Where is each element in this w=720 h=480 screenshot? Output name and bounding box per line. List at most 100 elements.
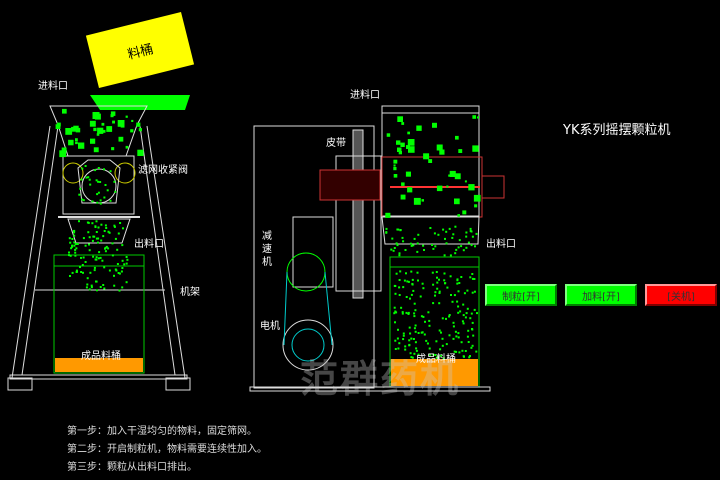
granule — [91, 222, 94, 225]
granule — [88, 249, 91, 252]
shutdown-button[interactable]: [关机] — [645, 284, 717, 306]
label-inlet-left: 进料口 — [38, 81, 68, 92]
granule — [419, 295, 422, 298]
granule — [118, 136, 124, 142]
belt — [352, 129, 364, 299]
frame-leg-l1 — [11, 125, 51, 379]
granule — [428, 319, 431, 322]
granule — [96, 193, 99, 196]
granule — [105, 227, 108, 229]
granule — [428, 324, 431, 327]
granule — [409, 352, 412, 355]
granule — [396, 140, 401, 145]
granule — [394, 292, 397, 295]
granule — [101, 259, 104, 262]
granule — [409, 242, 412, 245]
granule — [451, 236, 454, 239]
granule — [55, 124, 61, 130]
granule — [471, 344, 474, 347]
granule — [414, 330, 417, 333]
granulator-body — [62, 155, 135, 215]
granule — [84, 261, 87, 263]
granule — [417, 332, 420, 334]
granule — [393, 167, 397, 171]
granule — [99, 202, 102, 205]
granule — [470, 312, 473, 315]
granule — [457, 246, 460, 249]
granulate-on-button[interactable]: 制粒[开] — [485, 284, 557, 306]
granule — [94, 258, 97, 261]
granule — [82, 237, 85, 240]
granule — [59, 150, 67, 158]
feed-chute — [90, 95, 190, 110]
granule — [396, 244, 399, 247]
granule — [138, 128, 142, 132]
granule — [394, 339, 397, 342]
granule — [414, 341, 417, 344]
granule — [96, 133, 100, 136]
granule — [69, 241, 72, 244]
granule-particles — [55, 108, 481, 360]
granule — [404, 348, 407, 351]
granule — [392, 249, 395, 252]
granule — [432, 122, 437, 128]
granule — [95, 280, 98, 283]
granule — [406, 145, 410, 149]
granule — [398, 252, 401, 255]
granule — [406, 280, 409, 283]
granule — [432, 353, 435, 356]
granule — [73, 244, 76, 247]
granule — [429, 227, 432, 229]
granule — [405, 171, 411, 177]
feed-bucket-label: 料桶 — [126, 41, 155, 63]
frame-leg-r1 — [146, 125, 186, 379]
granule — [452, 321, 455, 324]
granule — [102, 235, 105, 238]
granule — [462, 249, 465, 252]
granule — [411, 356, 414, 359]
granule — [457, 214, 460, 217]
granule — [130, 129, 134, 133]
granule — [70, 247, 73, 250]
granule — [461, 349, 464, 352]
feed-on-button[interactable]: 加料[开] — [565, 284, 637, 306]
granule — [103, 168, 105, 171]
granule — [441, 344, 444, 347]
granule — [413, 352, 416, 355]
granule — [452, 337, 455, 340]
granule — [107, 230, 110, 233]
granule — [434, 354, 437, 356]
granule — [90, 286, 93, 289]
label-outlet-left: 出料口 — [134, 239, 164, 250]
granule — [75, 141, 78, 145]
granule — [399, 270, 402, 273]
granule — [85, 286, 88, 289]
granule — [464, 350, 467, 352]
granule — [466, 335, 469, 338]
granule — [95, 179, 98, 182]
granule — [422, 287, 425, 290]
granule — [137, 149, 144, 156]
granule — [445, 242, 448, 245]
label-inlet-right: 进料口 — [350, 90, 380, 101]
granule — [465, 312, 468, 315]
granule — [458, 282, 461, 284]
granule — [80, 256, 82, 259]
granule — [95, 231, 98, 233]
granule — [88, 243, 90, 246]
granule — [88, 178, 91, 181]
granule — [136, 122, 141, 127]
granule — [473, 290, 476, 293]
granule — [394, 348, 397, 350]
granule — [423, 153, 430, 160]
granule — [104, 184, 107, 186]
granule — [416, 250, 419, 253]
granule — [90, 284, 93, 287]
granule — [401, 312, 404, 315]
granule — [465, 231, 468, 234]
granule — [408, 326, 411, 329]
product-fill-left — [55, 358, 143, 372]
granule — [393, 159, 398, 164]
label-product-right: 成品料桶 — [416, 354, 456, 365]
granule — [408, 344, 411, 347]
